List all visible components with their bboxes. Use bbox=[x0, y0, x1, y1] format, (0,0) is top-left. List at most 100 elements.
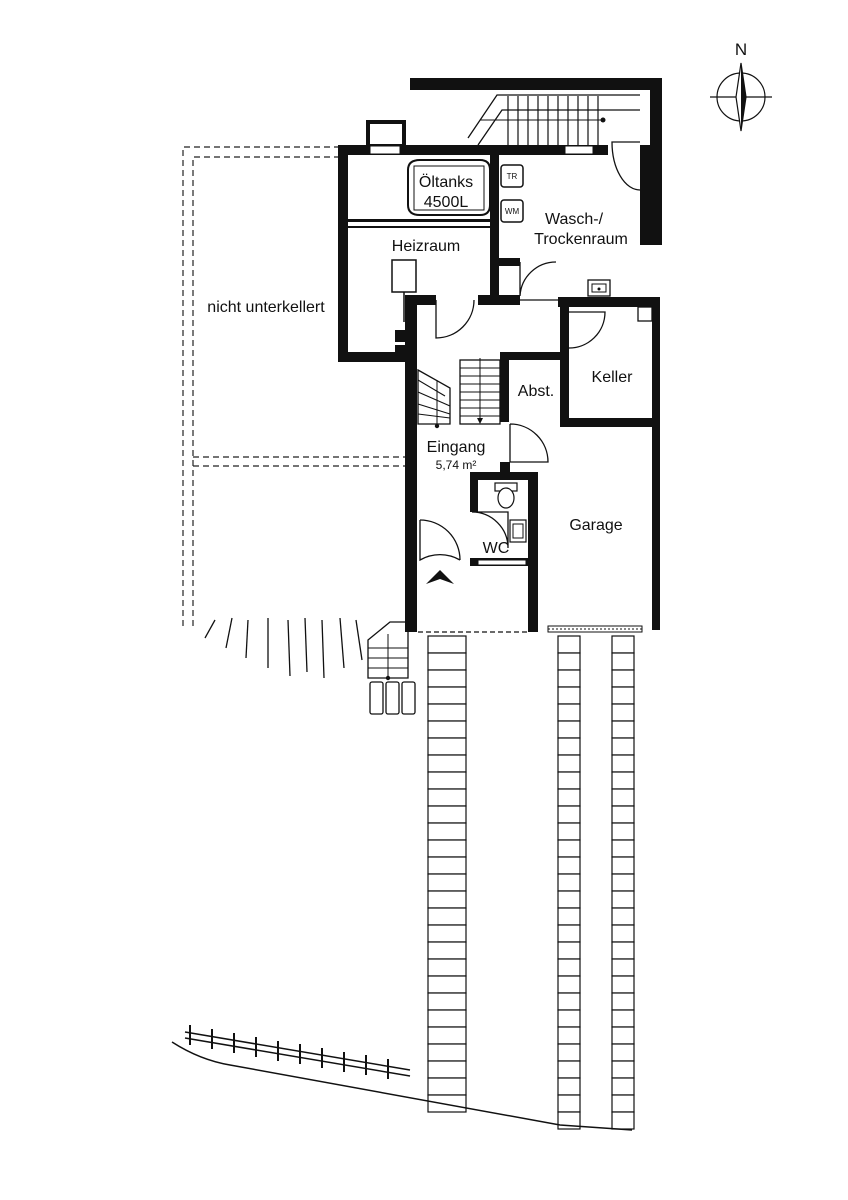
paver-stone bbox=[427, 924, 467, 943]
paver-stone bbox=[557, 788, 581, 807]
paver-stone bbox=[557, 805, 581, 824]
paver-stone bbox=[611, 686, 635, 705]
driveway-right-pavers bbox=[611, 635, 635, 1130]
paver-stone bbox=[427, 703, 467, 722]
paver-stone bbox=[427, 992, 467, 1011]
paver-stone bbox=[427, 1077, 467, 1096]
paver-stone bbox=[427, 1094, 467, 1113]
inner-stairs bbox=[417, 358, 501, 429]
outer-north-stairs bbox=[467, 94, 640, 147]
paver-stone bbox=[557, 635, 581, 654]
wc-label: WC bbox=[483, 540, 510, 557]
entrance-area: 5,74 m² bbox=[436, 458, 477, 472]
compass-icon bbox=[710, 62, 772, 132]
walls bbox=[338, 78, 662, 632]
paver-stone bbox=[557, 1094, 581, 1113]
paver-stone bbox=[611, 907, 635, 926]
paver-stone bbox=[427, 1043, 467, 1062]
paver-stone bbox=[557, 1077, 581, 1096]
paver-stone bbox=[427, 907, 467, 926]
paver-stone bbox=[557, 754, 581, 773]
paver-stone bbox=[611, 1094, 635, 1113]
paver-stone bbox=[611, 669, 635, 688]
front-steps bbox=[367, 621, 416, 715]
wc-sink-icon bbox=[509, 519, 527, 543]
paver-stone bbox=[427, 822, 467, 841]
paver-stone bbox=[427, 686, 467, 705]
paver-stone bbox=[557, 975, 581, 994]
driveway-left-pavers bbox=[557, 635, 581, 1130]
paver-stone bbox=[427, 1060, 467, 1079]
paver-stone bbox=[611, 1077, 635, 1096]
walkway-pavers bbox=[427, 635, 467, 1113]
paver-stone bbox=[427, 856, 467, 875]
cellar-label: Keller bbox=[592, 369, 634, 386]
not-basement-outline bbox=[182, 146, 405, 630]
toilet-icon bbox=[494, 482, 518, 509]
compass: N bbox=[710, 40, 772, 132]
paver-stone bbox=[427, 890, 467, 909]
fence bbox=[184, 1025, 411, 1079]
laundry-label-line2: Trockenraum bbox=[534, 231, 628, 248]
paver-stone bbox=[557, 1026, 581, 1045]
paver-stone bbox=[557, 958, 581, 977]
paver-stone bbox=[611, 873, 635, 892]
paver-stone bbox=[427, 720, 467, 739]
paver-stone bbox=[557, 924, 581, 943]
paver-stone bbox=[611, 805, 635, 824]
paver-stone bbox=[427, 737, 467, 756]
paver-stone bbox=[427, 754, 467, 773]
paver-stone bbox=[611, 1111, 635, 1130]
paver-stone bbox=[557, 1043, 581, 1062]
storage-label: Abst. bbox=[518, 383, 554, 400]
paver-stone bbox=[611, 1026, 635, 1045]
paver-stone bbox=[611, 788, 635, 807]
paver-stone bbox=[611, 924, 635, 943]
washer-label: WM bbox=[505, 207, 520, 216]
paver-stone bbox=[611, 1009, 635, 1028]
oil-tanks-label-line1: Öltanks bbox=[419, 173, 473, 191]
paver-stone bbox=[557, 771, 581, 790]
paver-stone bbox=[611, 856, 635, 875]
property-boundary bbox=[171, 1041, 633, 1131]
dryer-icon: TR bbox=[500, 164, 524, 188]
garage-label: Garage bbox=[569, 517, 622, 534]
paver-stone bbox=[611, 703, 635, 722]
paver-stone bbox=[427, 635, 467, 654]
paver-stone bbox=[611, 635, 635, 654]
paver-stone bbox=[611, 720, 635, 739]
light-well bbox=[366, 120, 406, 148]
washer-icon: WM bbox=[500, 199, 524, 223]
paver-stone bbox=[611, 1043, 635, 1062]
shaft bbox=[637, 306, 653, 322]
paver-stone bbox=[557, 890, 581, 909]
laundry-label-line1: Wasch-/ bbox=[545, 211, 604, 228]
paver-stone bbox=[611, 958, 635, 977]
paver-stone bbox=[611, 839, 635, 858]
paver-stone bbox=[557, 839, 581, 858]
paver-stone bbox=[557, 873, 581, 892]
paver-stone bbox=[427, 839, 467, 858]
paver-stone bbox=[427, 669, 467, 688]
paver-stone bbox=[427, 652, 467, 671]
paver-stone bbox=[557, 737, 581, 756]
oil-tanks-box bbox=[407, 159, 491, 216]
dryer-label: TR bbox=[507, 172, 518, 181]
paver-stone bbox=[557, 1009, 581, 1028]
paver-stone bbox=[611, 771, 635, 790]
paver-stone bbox=[557, 686, 581, 705]
boiler-unit bbox=[391, 259, 417, 322]
paver-stone bbox=[557, 720, 581, 739]
paver-stone bbox=[557, 941, 581, 960]
doors bbox=[419, 141, 641, 562]
paver-stone bbox=[427, 788, 467, 807]
paver-stone bbox=[557, 669, 581, 688]
compass-north-label: N bbox=[735, 40, 747, 59]
wc-window bbox=[477, 559, 527, 566]
boiler-room-label: Heizraum bbox=[392, 238, 460, 255]
paver-stone bbox=[427, 1026, 467, 1045]
paver-stone bbox=[557, 856, 581, 875]
paver-stone bbox=[611, 941, 635, 960]
paver-stone bbox=[557, 907, 581, 926]
